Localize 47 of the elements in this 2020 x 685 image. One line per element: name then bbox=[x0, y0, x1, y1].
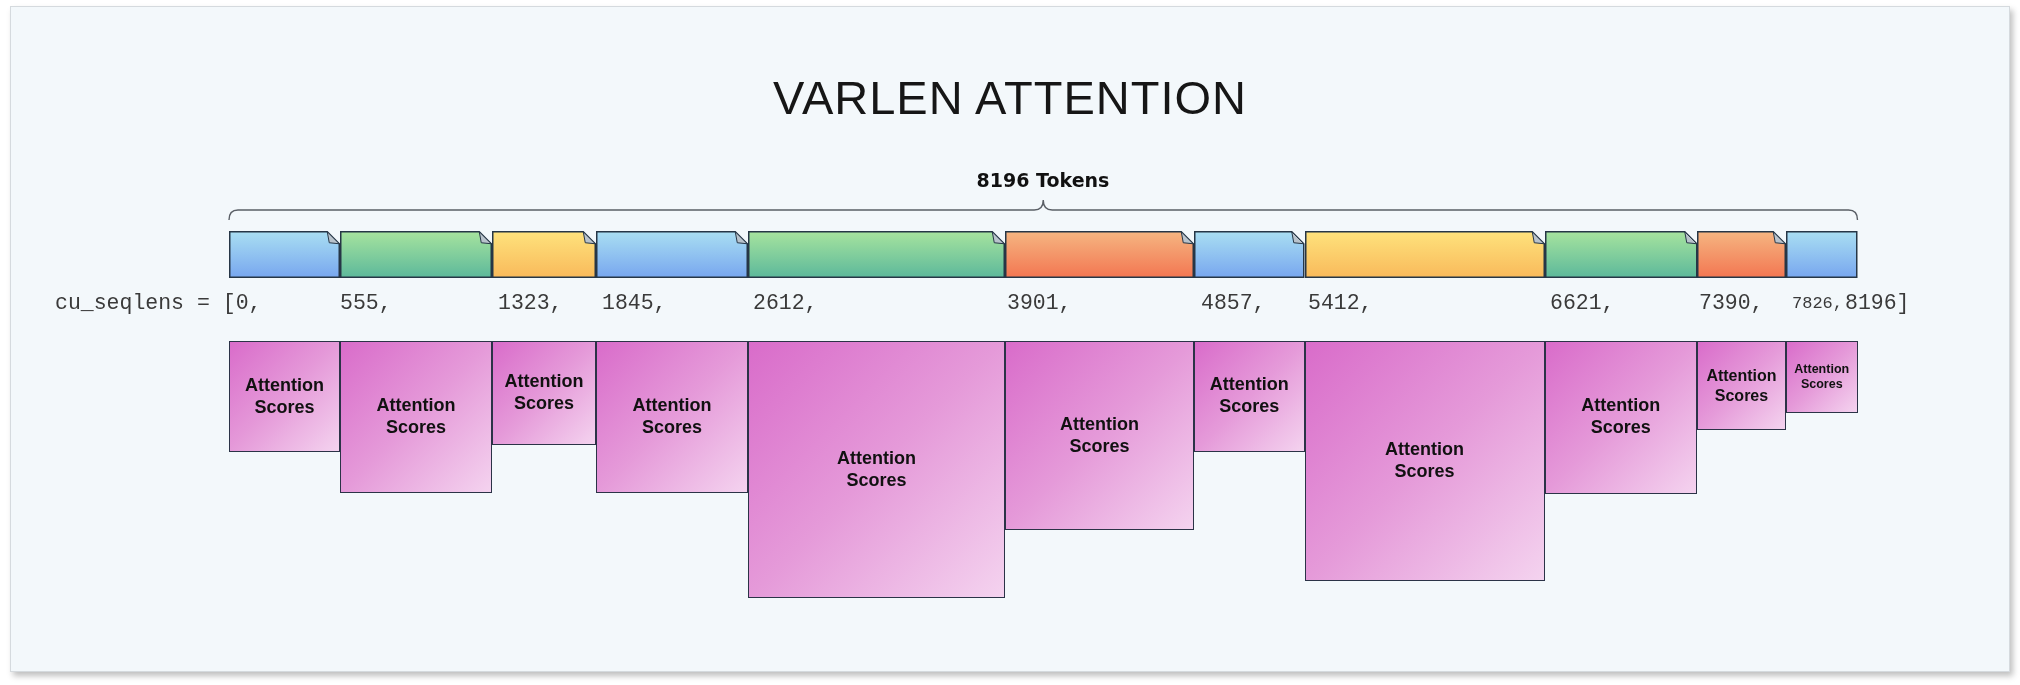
offset-label: 2612, bbox=[753, 293, 818, 315]
attention-score-tile bbox=[492, 341, 596, 445]
offset-label: 1323, bbox=[498, 293, 563, 315]
attention-score-tile bbox=[748, 341, 1005, 598]
token-segment bbox=[229, 231, 340, 278]
token-segment bbox=[1005, 231, 1194, 278]
token-segment bbox=[340, 231, 492, 278]
diagram-title: VARLEN ATTENTION bbox=[773, 74, 1247, 121]
tile-label: Attention Scores bbox=[837, 447, 916, 492]
tile-label: Attention Scores bbox=[1794, 361, 1850, 392]
attention-score-tile bbox=[1005, 341, 1194, 530]
token-segment bbox=[1304, 231, 1545, 278]
token-segment bbox=[596, 231, 748, 278]
token-segment bbox=[492, 231, 596, 278]
tile-label: Attention Scores bbox=[1581, 395, 1661, 440]
tile-label: Attention Scores bbox=[376, 395, 456, 439]
tile-label: Attention Scores bbox=[1060, 413, 1139, 458]
attention-score-tile bbox=[596, 341, 748, 493]
offset-label: 555, bbox=[340, 293, 392, 315]
offset-label: 8196] bbox=[1845, 293, 1910, 315]
token-segment bbox=[1194, 231, 1305, 278]
token-segment bbox=[748, 231, 1005, 278]
offset-label: 1845, bbox=[602, 293, 667, 315]
offset-label: 7390, bbox=[1699, 293, 1764, 315]
token-segment bbox=[1786, 231, 1858, 278]
attention-score-tile bbox=[1194, 341, 1305, 452]
offset-label: 6621, bbox=[1550, 293, 1615, 315]
attention-score-tile bbox=[1786, 341, 1858, 413]
offset-label: 7826, bbox=[1792, 295, 1843, 312]
token-segment bbox=[1697, 231, 1786, 278]
attention-score-tile bbox=[1697, 341, 1786, 430]
tile-label: Attention Scores bbox=[632, 395, 712, 439]
offset-label: 4857, bbox=[1201, 293, 1266, 315]
tile-label: Attention Scores bbox=[504, 371, 584, 415]
tile-label: Attention Scores bbox=[1706, 366, 1777, 405]
offset-label: 5412, bbox=[1308, 293, 1373, 315]
tile-label: Attention Scores bbox=[245, 374, 324, 419]
tile-label: Attention Scores bbox=[1209, 374, 1289, 419]
token-count-label: 8196 Tokens bbox=[976, 171, 1110, 190]
attention-score-tile bbox=[1304, 341, 1545, 581]
attention-score-tile bbox=[1544, 341, 1697, 494]
offset-label: 3901, bbox=[1007, 293, 1072, 315]
code-label: cu_seqlens = [0, bbox=[55, 293, 262, 315]
tile-label: Attention Scores bbox=[1385, 439, 1464, 483]
attention-score-tile bbox=[340, 341, 492, 493]
token-segment bbox=[1544, 231, 1697, 278]
attention-score-tile bbox=[229, 341, 340, 452]
